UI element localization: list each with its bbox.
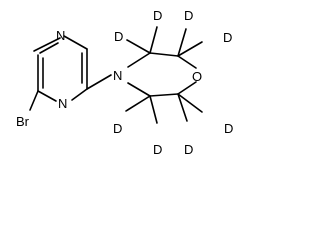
bond-d5 [125, 95, 151, 112]
atom-label-d6: D [153, 142, 162, 157]
pyrazine-ring [33, 35, 88, 102]
atom-label-d5: D [113, 121, 122, 136]
bond-d2 [149, 26, 158, 54]
atom-label-d3: D [184, 8, 193, 23]
atom-label-bromine: Br [16, 114, 30, 129]
bond-c-n-morpholine [86, 74, 112, 90]
bond-d8 [177, 93, 203, 113]
atom-label-d8: D [224, 121, 233, 136]
atom-label-morpholine-n: N [113, 68, 122, 83]
bond-d6 [149, 95, 158, 124]
bond-d3 [177, 28, 187, 57]
atom-label-ring-n-bottom: N [58, 96, 67, 111]
bond-c-c-lower [149, 93, 179, 97]
atom-label-d7: D [184, 142, 193, 157]
bond-c-c-upper [149, 52, 179, 57]
atom-label-d1: D [114, 29, 123, 44]
deuterium-bonds [125, 26, 203, 124]
bond-c-n-lower [127, 82, 151, 97]
bond-c-o-upper [177, 55, 197, 69]
atom-label-ring-n-top: N [56, 28, 65, 43]
morpholine-ring [127, 52, 197, 97]
atom-label-d2: D [153, 8, 162, 23]
bond-c4-n5 [71, 88, 88, 101]
bond-d4 [177, 41, 203, 57]
bond-c2-c3 [63, 35, 88, 50]
structure-canvas: N N Br N O D D D D D D D D [16, 8, 234, 157]
atom-label-morpholine-o: O [192, 69, 202, 84]
atom-label-d4: D [223, 30, 232, 45]
bond-o-c-lower [177, 81, 197, 95]
bond-n1-c2 [33, 37, 61, 52]
bond-d7 [177, 93, 188, 122]
bond-n5-c6 [37, 90, 57, 102]
bond-c-br [29, 90, 39, 111]
bond-d1 [126, 39, 151, 54]
bond-n-c-upper [127, 52, 151, 68]
molecule-drawing: N N Br N O D D D D D D D D [16, 8, 233, 157]
bond-c2-n1-double [39, 42, 59, 54]
